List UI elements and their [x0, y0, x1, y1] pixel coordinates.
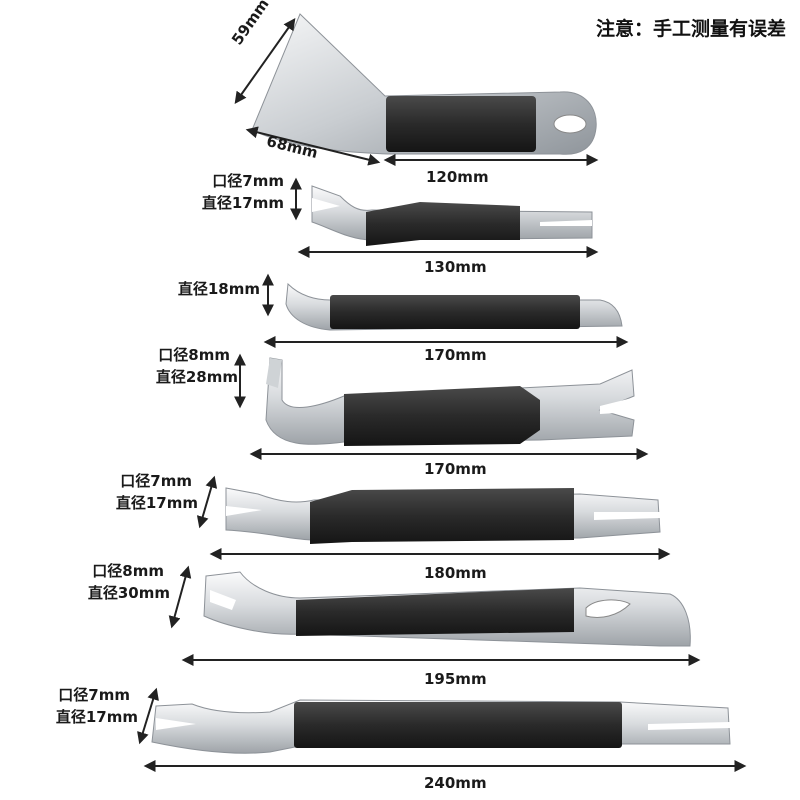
caliber-label-tool-6: 口径8mm [92, 562, 164, 580]
length-label-tool-1: 120mm [426, 168, 489, 186]
caliber-label-tool-7: 口径7mm [58, 686, 130, 704]
tool-fork-240 [137, 687, 747, 772]
length-label-tool-7: 240mm [424, 774, 487, 792]
length-label-tool-3: 170mm [424, 346, 487, 364]
caliber-label-tool-4: 口径8mm [158, 346, 230, 364]
tool-wedge-scraper [234, 13, 599, 166]
tool-flat-170 [262, 273, 629, 348]
diameter-label-tool-3: 直径18mm [177, 280, 260, 298]
tool-fork-hole-195 [168, 565, 701, 666]
tool-hook-170 [234, 353, 649, 460]
caliber-label-tool-5: 口径7mm [120, 472, 192, 490]
length-label-tool-2: 130mm [424, 258, 487, 276]
diameter-label-tool-5: 直径17mm [115, 494, 198, 512]
length-label-tool-6: 195mm [424, 670, 487, 688]
tool-fork-130 [290, 177, 599, 258]
diameter-label-tool-2: 直径17mm [201, 194, 284, 212]
tool-fork-180 [196, 475, 671, 560]
length-label-tool-5: 180mm [424, 564, 487, 582]
diameter-label-tool-4: 直径28mm [155, 368, 238, 386]
diameter-label-tool-6: 直径30mm [87, 584, 170, 602]
length-label-tool-4: 170mm [424, 460, 487, 478]
caliber-label-tool-2: 口径7mm [212, 172, 284, 190]
measurement-note: 注意：手工测量有误差 [595, 18, 786, 40]
diameter-label-tool-7: 直径17mm [55, 708, 138, 726]
